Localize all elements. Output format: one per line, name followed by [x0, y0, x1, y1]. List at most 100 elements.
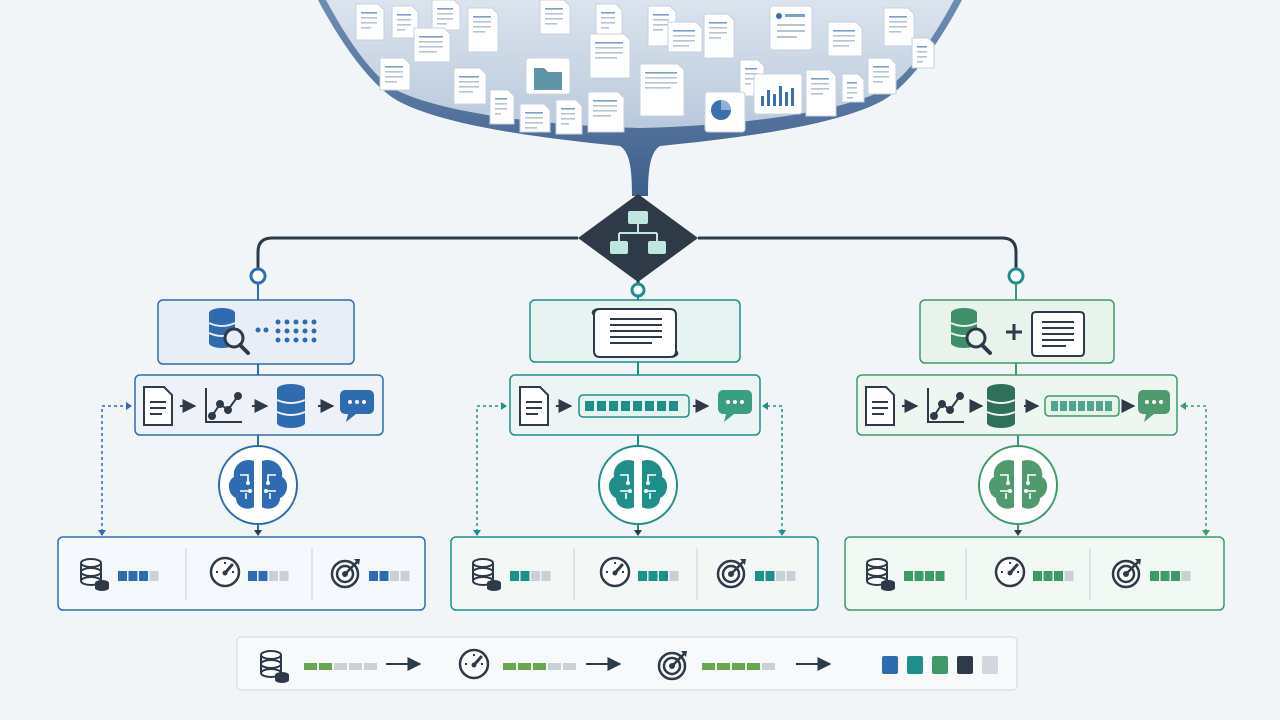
document-icon — [467, 7, 499, 53]
feedback-loop-center-right — [766, 405, 783, 532]
document-icon — [865, 386, 895, 426]
speedometer-icon — [458, 648, 490, 680]
pie-chart-icon — [704, 91, 746, 133]
level-block-filled — [128, 571, 138, 581]
level-block-filled — [118, 571, 127, 581]
document-icon — [639, 63, 685, 117]
document-icon — [391, 5, 419, 39]
level-block-empty — [269, 571, 278, 581]
document-icon — [827, 21, 863, 57]
level-block-empty — [400, 571, 410, 581]
document-icon — [431, 0, 461, 31]
level-block-filled — [755, 571, 764, 581]
level-block-filled — [1150, 571, 1159, 581]
feedback-loop-left — [101, 405, 128, 532]
level-block-empty — [762, 663, 775, 670]
plus-icon — [1006, 324, 1022, 340]
metric-indicators — [80, 556, 1191, 683]
chat-bubble-icon — [340, 390, 374, 422]
feedback-loop-right — [1184, 405, 1207, 532]
level-block-filled — [1033, 571, 1042, 581]
level-block-filled — [518, 663, 531, 670]
database-stack-icon — [472, 558, 501, 591]
level-block-filled — [258, 571, 268, 581]
scatter-plot-icon — [205, 388, 242, 423]
database-stack-icon — [260, 650, 289, 683]
database-icon — [276, 384, 306, 428]
data-funnel — [318, 0, 962, 196]
chat-bubble-icon — [718, 390, 752, 422]
branch-left — [57, 299, 426, 611]
target-icon — [716, 559, 746, 589]
form-icon — [769, 5, 813, 51]
document-icon — [841, 73, 865, 103]
folder-icon — [525, 57, 571, 95]
document-icon — [355, 3, 385, 41]
document-icon — [519, 103, 551, 133]
level-block-filled — [638, 571, 647, 581]
level-indicator — [248, 571, 289, 581]
level-block-empty — [563, 663, 576, 670]
level-block-empty — [531, 571, 540, 581]
level-block-empty — [334, 663, 347, 670]
document-icon — [143, 386, 173, 426]
brain-circuit-icon — [598, 445, 678, 525]
brain-circuit-icon — [978, 445, 1058, 525]
dot-grid-icon — [255, 319, 317, 343]
level-indicator — [904, 571, 945, 581]
document-icon — [413, 27, 451, 63]
connector-left — [256, 236, 578, 270]
legend-swatches — [882, 656, 998, 674]
legend-swatch — [882, 656, 898, 674]
level-block-filled — [533, 663, 546, 670]
document-icon — [667, 21, 703, 53]
database-icon — [986, 384, 1016, 428]
target-icon — [1111, 559, 1141, 589]
metrics-row-right — [866, 556, 1191, 591]
level-indicator — [369, 571, 410, 581]
document-icon — [587, 91, 625, 133]
document-icon — [379, 57, 411, 91]
hub-node — [578, 194, 698, 282]
token-bar-icon — [1044, 395, 1120, 417]
branch-center — [450, 299, 819, 611]
level-block-filled — [659, 571, 668, 581]
document-icon — [519, 386, 549, 426]
level-block-empty — [390, 571, 399, 581]
target-icon — [330, 559, 360, 589]
metrics-row-left — [80, 556, 410, 591]
level-block-empty — [786, 571, 796, 581]
document-icon — [453, 67, 487, 105]
level-block-empty — [149, 571, 159, 581]
level-block-filled — [914, 571, 924, 581]
chat-bubble-icon — [1138, 390, 1170, 422]
metrics-box — [450, 536, 819, 611]
branch-right — [844, 299, 1225, 611]
level-block-filled — [747, 663, 760, 670]
level-indicator — [503, 663, 576, 670]
branch-port-right — [1007, 267, 1025, 300]
database-stack-icon — [80, 558, 109, 591]
level-block-filled — [248, 571, 257, 581]
level-indicator — [510, 571, 551, 581]
legend-swatch — [907, 656, 923, 674]
level-block-empty — [669, 571, 679, 581]
legend-panel — [236, 636, 1018, 691]
document-icon — [805, 69, 837, 117]
level-block-filled — [304, 663, 317, 670]
database-search-icon — [208, 308, 250, 355]
token-bar-icon — [578, 394, 690, 418]
level-block-filled — [319, 663, 332, 670]
level-block-empty — [364, 663, 377, 670]
branch-port-center — [630, 282, 646, 300]
level-indicator — [755, 571, 796, 581]
legend-swatch — [957, 656, 973, 674]
level-block-empty — [776, 571, 785, 581]
target-icon — [657, 651, 687, 681]
metrics-row-center — [472, 556, 796, 591]
level-block-filled — [765, 571, 775, 581]
level-indicator — [702, 663, 775, 670]
scatter-plot-icon — [927, 388, 964, 423]
